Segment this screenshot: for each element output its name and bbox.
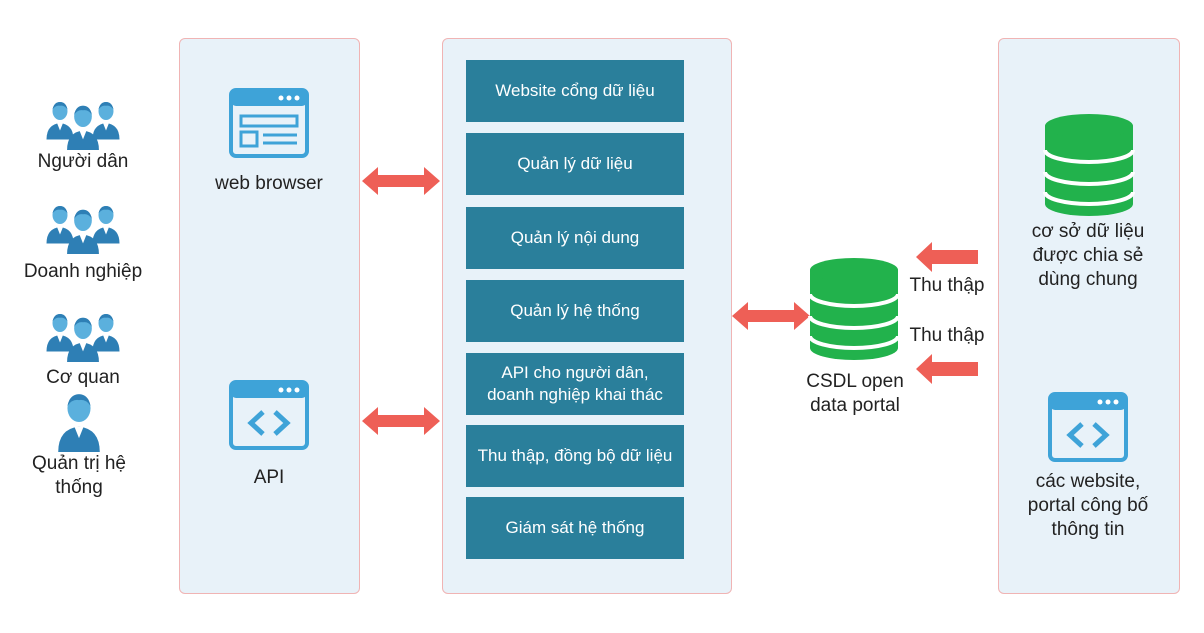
web-browser-icon xyxy=(229,88,309,158)
websites-label: các website, portal công bố thông tin xyxy=(1027,471,1149,540)
api-icon xyxy=(229,380,309,450)
actor-quan-tri: Quản trị hệ thống xyxy=(14,392,144,500)
website-code-icon xyxy=(1048,392,1128,462)
actor-co-quan: Cơ quan xyxy=(8,308,158,390)
module-api: API cho người dân, doanh nghiệp khai thá… xyxy=(466,353,684,415)
double-arrow-icon xyxy=(732,302,810,330)
double-arrow-icon xyxy=(362,167,440,195)
access-panel xyxy=(179,38,360,594)
module-sync: Thu thập, đồng bộ dữ liệu xyxy=(466,425,684,487)
database-icon xyxy=(1043,114,1135,216)
left-arrow-icon xyxy=(916,354,978,384)
module-system-management: Quản lý hệ thống xyxy=(466,280,684,342)
portal-db-label: CSDL open data portal xyxy=(806,371,904,416)
group-users-icon xyxy=(46,102,120,150)
admin-user-icon xyxy=(58,394,100,452)
actor-label: Quản trị hệ thống xyxy=(32,453,126,498)
actor-label: Doanh nghiệp xyxy=(23,261,143,282)
module-website: Website cổng dữ liệu xyxy=(466,60,684,122)
database-icon xyxy=(808,258,900,360)
actor-label: Người dân xyxy=(37,151,129,172)
shared-db-label: cơ sở dữ liệu được chia sẻ dùng chung xyxy=(1031,221,1145,290)
collect-label: Thu thập xyxy=(909,325,985,346)
actor-doanh-nghiep: Doanh nghiệp xyxy=(8,200,158,284)
actor-nguoi-dan: Người dân xyxy=(8,96,158,174)
group-users-icon xyxy=(46,206,120,254)
left-arrow-icon xyxy=(916,242,978,272)
module-monitoring: Giám sát hệ thống xyxy=(466,497,684,559)
api-label: API xyxy=(253,467,285,488)
module-content-management: Quản lý nội dung xyxy=(466,207,684,269)
actor-label: Cơ quan xyxy=(46,367,120,388)
module-data-management: Quản lý dữ liệu xyxy=(466,133,684,195)
web-browser-label: web browser xyxy=(215,173,323,194)
group-users-icon xyxy=(46,314,120,362)
double-arrow-icon xyxy=(362,407,440,435)
collect-label: Thu thập xyxy=(909,275,985,296)
